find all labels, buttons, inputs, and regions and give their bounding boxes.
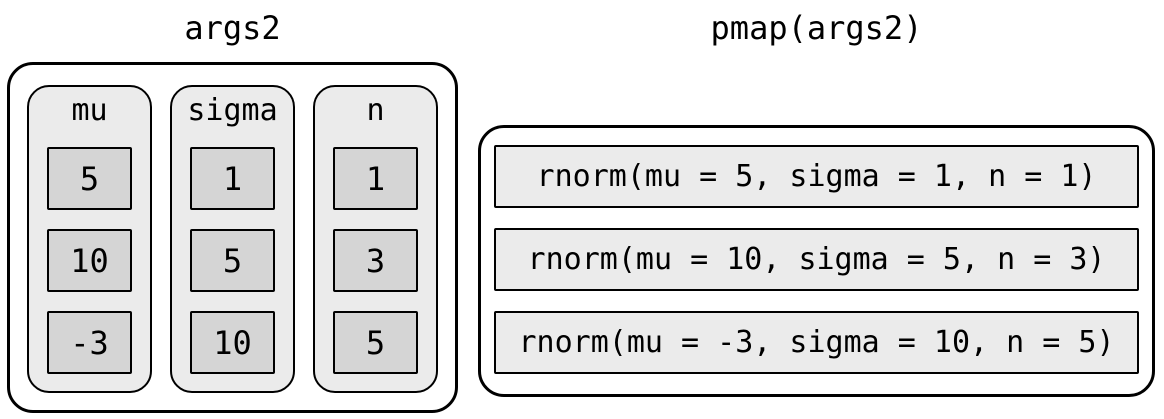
rnorm-call-row-1: rnorm(mu = 10, sigma = 5, n = 3) — [494, 228, 1139, 291]
pmap-args2-title: pmap(args2) — [710, 9, 923, 47]
pmap-result-container: rnorm(mu = 5, sigma = 1, n = 1) rnorm(mu… — [478, 125, 1155, 397]
cell-sigma-1: 5 — [190, 229, 275, 292]
cell-mu-1: 10 — [47, 229, 132, 292]
cell-n-0: 1 — [333, 147, 418, 210]
column-mu: mu 5 10 -3 — [27, 85, 152, 393]
column-mu-header: mu — [71, 93, 108, 128]
rnorm-call-row-0: rnorm(mu = 5, sigma = 1, n = 1) — [494, 145, 1139, 208]
cell-n-1: 3 — [333, 229, 418, 292]
column-n: n 1 3 5 — [313, 85, 438, 393]
cell-mu-0: 5 — [47, 147, 132, 210]
cell-sigma-0: 1 — [190, 147, 275, 210]
rnorm-call-row-2: rnorm(mu = -3, sigma = 10, n = 5) — [494, 311, 1139, 374]
args2-container: mu 5 10 -3 sigma 1 5 10 n 1 3 5 — [7, 62, 458, 413]
args2-title: args2 — [184, 9, 281, 47]
cell-sigma-2: 10 — [190, 311, 275, 374]
cell-n-2: 5 — [333, 311, 418, 374]
column-sigma-header: sigma — [187, 93, 278, 128]
column-sigma: sigma 1 5 10 — [170, 85, 295, 393]
column-n-header: n — [366, 93, 385, 128]
cell-mu-2: -3 — [47, 311, 132, 374]
